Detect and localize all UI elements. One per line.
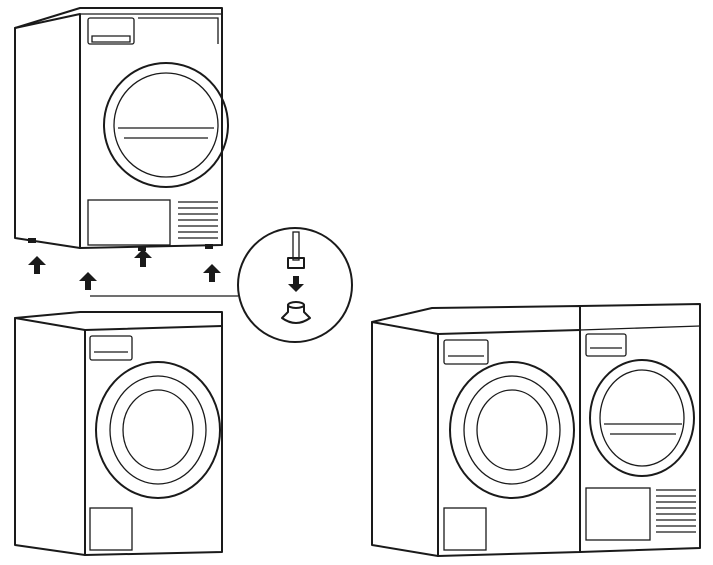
washer-right xyxy=(371,305,581,557)
dryer-lifted xyxy=(14,7,229,251)
down-arrow-icon xyxy=(288,276,304,292)
up-arrow-icon xyxy=(79,272,97,290)
washer-bottom xyxy=(14,311,223,556)
adjustable-foot-screw xyxy=(287,231,305,269)
up-arrow-icon xyxy=(28,256,46,274)
rubber-foot-cup xyxy=(281,301,311,324)
dryer-right xyxy=(579,303,701,553)
vent-grille xyxy=(178,201,218,239)
up-arrow-icon xyxy=(203,264,221,282)
foot-detail-callout xyxy=(90,227,353,343)
up-arrow-icon xyxy=(134,249,152,267)
